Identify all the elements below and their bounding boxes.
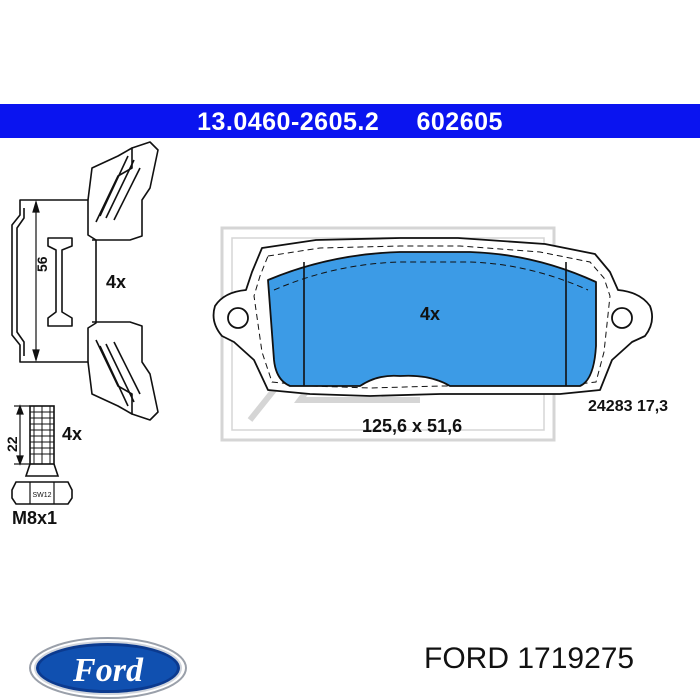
bolt-wrench-size: SW12: [32, 492, 51, 499]
pad-dimensions: 125,6 x 51,6: [362, 416, 463, 436]
friction-dashed-edge: [273, 261, 589, 291]
clip-height-label: 56: [34, 256, 50, 272]
ford-logo: Ford: [29, 637, 187, 699]
brand-part-caption: FORD 1719275: [424, 642, 635, 675]
right-mounting-hole: [611, 307, 633, 329]
short-number: 602605: [416, 108, 503, 136]
clip-height-dimension: [32, 199, 40, 363]
header-band: [0, 104, 700, 138]
anti-rattle-clip-drawing: [11, 141, 159, 421]
ford-logo-text: Ford: [72, 652, 144, 689]
pad-quantity: 4x: [420, 304, 441, 324]
part-number-header: 13.0460-2605.2 602605: [0, 104, 700, 138]
pad-wva-thickness: 24283 17,3: [588, 398, 669, 415]
bolt-length-label: 22: [4, 436, 20, 452]
bolt-length-dimension: [14, 404, 30, 466]
guide-bolt-drawing: [11, 405, 73, 505]
pad-outline-dashed: [253, 245, 611, 389]
bolt-thread: M8x1: [12, 508, 58, 528]
bolt-quantity: 4x: [62, 424, 83, 444]
left-mounting-hole: [227, 307, 249, 329]
clip-quantity: 4x: [106, 272, 127, 292]
pad-friction-material: [267, 251, 597, 387]
article-number: 13.0460-2605.2: [197, 108, 380, 136]
